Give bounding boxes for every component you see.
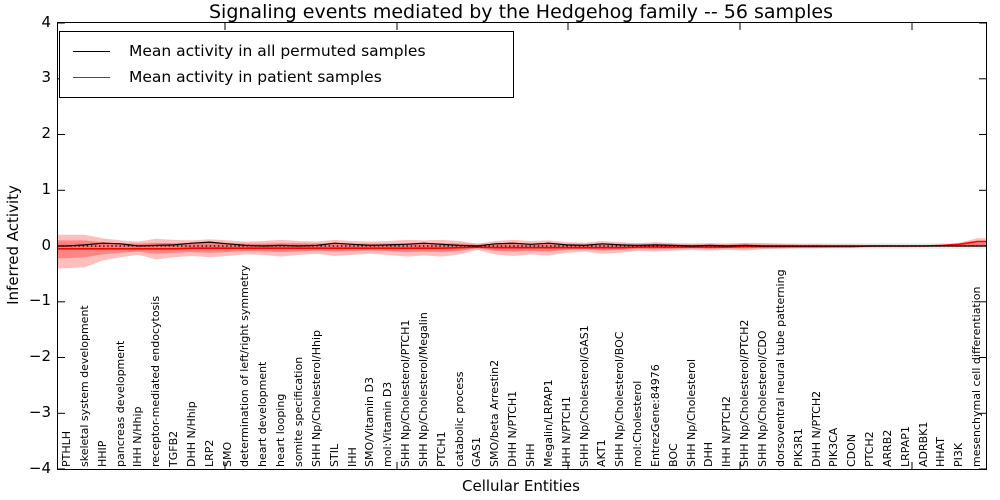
legend-label-permuted: Mean activity in all permuted samples <box>129 42 426 60</box>
patient-band-inner <box>58 240 986 259</box>
legend-label-patient: Mean activity in patient samples <box>129 68 382 86</box>
y-tick-label: −2 <box>28 347 51 365</box>
y-tick-label: 4 <box>41 12 51 31</box>
legend: Mean activity in all permuted samples Me… <box>59 31 514 98</box>
y-tick-label: −4 <box>28 458 51 477</box>
y-tick-label: 2 <box>41 124 51 142</box>
x-axis-label: Cellular Entities <box>462 477 580 495</box>
y-tick-label: 0 <box>41 235 51 254</box>
chart-canvas <box>58 23 986 469</box>
permuted-mean-line <box>58 241 986 247</box>
legend-line-patient-icon <box>73 76 110 78</box>
y-tick-label: −3 <box>28 402 51 421</box>
legend-item-permuted: Mean activity in all permuted samples <box>60 38 513 64</box>
y-tick-label: 3 <box>41 68 51 87</box>
chart-title: Signaling events mediated by the Hedgeho… <box>208 1 833 23</box>
legend-line-permuted-icon <box>73 50 110 52</box>
y-tick-label: 1 <box>41 179 51 198</box>
patient-band-outer <box>58 234 986 269</box>
legend-item-patient: Mean activity in patient samples <box>60 64 513 90</box>
y-tick-label: −1 <box>28 291 51 310</box>
